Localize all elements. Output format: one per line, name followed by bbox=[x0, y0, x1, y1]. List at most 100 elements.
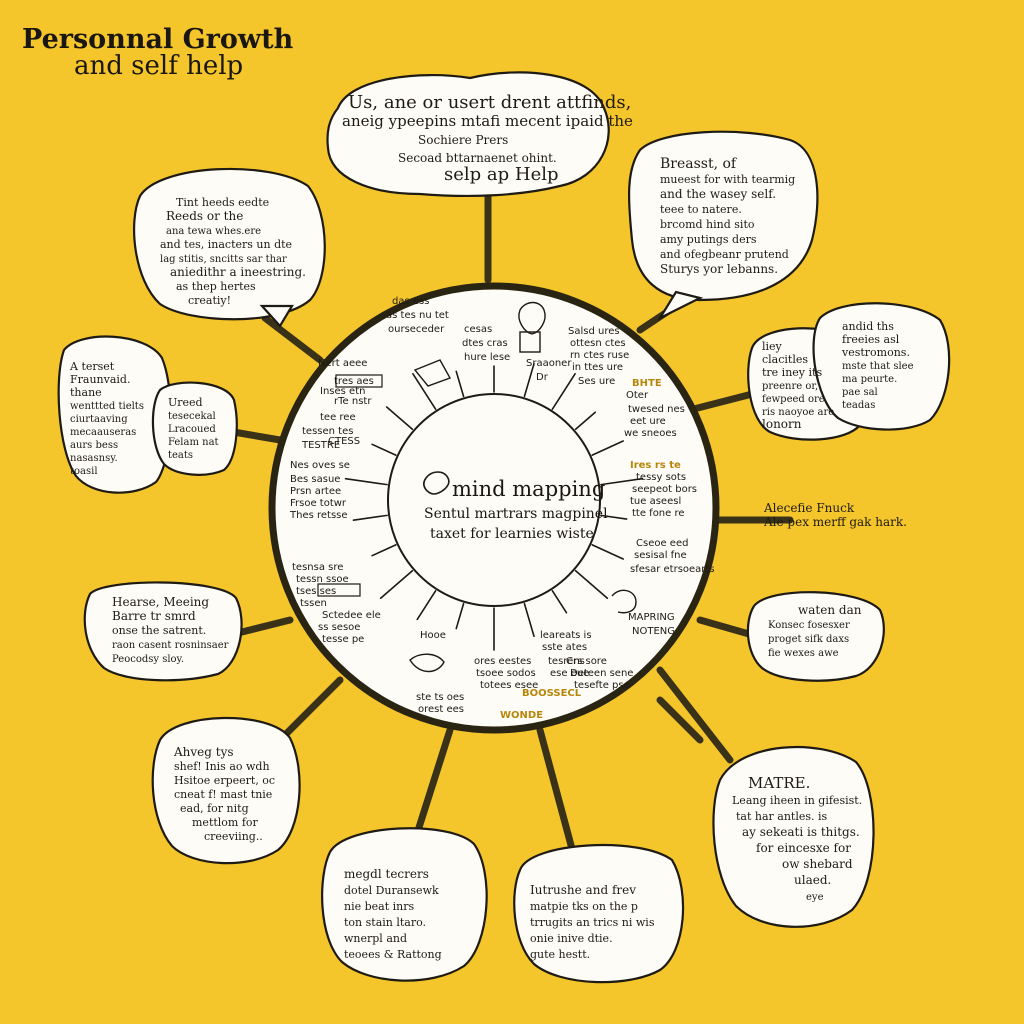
bubble-texts: Us, ane or usert drent attfinds,aneig yp… bbox=[69, 92, 914, 961]
ring-note: Dr bbox=[536, 372, 549, 383]
bubble-left-upper bbox=[57, 335, 172, 494]
ring-note: Inses etn bbox=[320, 386, 365, 397]
bubble-line: Konsec fosesxer bbox=[768, 620, 850, 631]
bubble-line: Leang iheen in gifesist. bbox=[732, 794, 862, 807]
bubble-line: Felam nat bbox=[168, 437, 219, 448]
ring-note: totees esee bbox=[480, 680, 538, 691]
hub-tick bbox=[551, 590, 568, 614]
bubble-line: Secoad bttarnaenet ohint. bbox=[398, 151, 557, 165]
bubble-line: Hsitoe erpeert, oc bbox=[174, 774, 275, 787]
bubble-line: ay sekeati is thitgs. bbox=[742, 825, 860, 839]
ring-note: Sraaoner bbox=[526, 358, 572, 369]
bubble-left-upper-b bbox=[151, 381, 238, 476]
hub-tick bbox=[574, 569, 609, 600]
bubble-text-bottom-right: MATRE.Leang iheen in gifesist.tat har an… bbox=[732, 774, 862, 903]
hub-inner-circle bbox=[387, 393, 601, 607]
spoke-bottom-center-left bbox=[411, 726, 454, 844]
ring-note: tses ses bbox=[296, 586, 336, 597]
ring-note: tessy sots bbox=[636, 472, 686, 483]
ring-note: tee ree bbox=[320, 412, 356, 423]
bubble-line: Sochiere Prers bbox=[418, 133, 508, 147]
spoke-extra bbox=[656, 696, 704, 744]
hub-tick bbox=[352, 514, 388, 522]
bubble-line: dotel Duransewk bbox=[344, 884, 439, 897]
bubble-line: mueest for with tearmig bbox=[660, 173, 795, 186]
bubble-line: as thep hertes bbox=[176, 280, 256, 293]
hub-tick bbox=[455, 602, 465, 630]
ring-note: Nes oves se bbox=[290, 460, 350, 471]
ring-note: Bes sasue bbox=[290, 474, 340, 485]
bubble-line: pae sal bbox=[842, 387, 878, 398]
ring-note: ores eestes bbox=[474, 656, 531, 667]
bubble-bottom-left bbox=[151, 716, 301, 865]
ring-note: tessn ssoe bbox=[296, 574, 349, 585]
ring-note: ourseceder bbox=[388, 324, 445, 335]
ring-note: ottesn ctes bbox=[570, 338, 626, 349]
bubble-top-left bbox=[132, 167, 326, 321]
ring-note: rTe nstr bbox=[334, 396, 372, 407]
ring-note: Salsd ures bbox=[568, 326, 620, 337]
hub-tick bbox=[523, 602, 535, 638]
bubble-line: tre iney its bbox=[762, 366, 822, 379]
bubble-top bbox=[326, 71, 610, 198]
ring-note: tesefte pse bbox=[574, 680, 630, 691]
bubble-line: Ureed bbox=[168, 396, 203, 409]
bubble-line: ris naoyoe are bbox=[762, 407, 834, 418]
hub-tick bbox=[591, 440, 624, 456]
bubble-tail-top-right bbox=[657, 290, 704, 321]
center-title: mind mapping bbox=[452, 477, 605, 501]
doodle-plant-icon bbox=[518, 301, 546, 335]
ring-note: seepeot bors bbox=[632, 484, 697, 495]
ring-note: Sctedee ele bbox=[322, 610, 381, 621]
bubble-line: teoees & Rattong bbox=[344, 948, 442, 961]
hub-tick bbox=[371, 544, 397, 557]
bubble-line: Breasst, of bbox=[660, 156, 738, 172]
bubble-bottom-center-left bbox=[321, 827, 488, 982]
ring-note: tssen bbox=[300, 598, 327, 609]
bubble-bottom-center-right bbox=[513, 843, 685, 984]
ring-note: BHTE bbox=[632, 378, 662, 389]
hub-tick bbox=[600, 514, 628, 520]
bubble-top-right bbox=[627, 130, 819, 302]
bubble-line: A terset bbox=[69, 360, 115, 373]
ring-note: NOTENG bbox=[632, 626, 675, 637]
ring-note: Ires rs te bbox=[630, 460, 681, 471]
ring-note: Deteen sene bbox=[570, 668, 633, 679]
bubble-line: megdl tecrers bbox=[344, 867, 429, 881]
bubble-line: selp ap Help bbox=[444, 164, 559, 185]
bubble-line: aurs bess bbox=[70, 440, 118, 451]
bubble-line: and the wasey self. bbox=[660, 187, 776, 201]
ring-note: in ttes ure bbox=[572, 362, 623, 373]
ring-note: twesed nes bbox=[628, 404, 685, 415]
ring-note: das ess bbox=[392, 296, 429, 307]
ring-note: CTESS bbox=[328, 436, 360, 447]
bubble-line: teats bbox=[168, 450, 193, 461]
bubble-line: and tes, inacters un dte bbox=[160, 238, 292, 251]
bubble-line: toasil bbox=[70, 466, 98, 477]
bubble-line: onse the satrent. bbox=[112, 624, 206, 637]
hub-tick bbox=[574, 411, 597, 431]
outside-note-line1: Alecefie Fnuck bbox=[763, 501, 855, 515]
ring-note: MAPRING bbox=[628, 612, 675, 623]
doodles bbox=[317, 301, 637, 673]
ring-note: ss sesoe bbox=[318, 622, 360, 633]
bubble-line: Sturys yor lebanns. bbox=[660, 262, 778, 276]
ring-note: tue aseesl bbox=[630, 496, 681, 507]
bubble-line: eye bbox=[806, 892, 824, 903]
spoke-bottom-right bbox=[656, 666, 734, 764]
ring-note: orest ees bbox=[418, 704, 464, 715]
bubble-line: clacitles bbox=[762, 353, 808, 366]
bubble-line: Lracoued bbox=[168, 424, 216, 435]
ring-note: hure lese bbox=[464, 352, 510, 363]
bubble-line: andid ths bbox=[842, 320, 894, 333]
bubble-line: shef! Inis ao wdh bbox=[174, 760, 270, 773]
ring-note: tsoee sodos bbox=[476, 668, 536, 679]
bubble-line: ton stain ltaro. bbox=[344, 916, 426, 929]
ring-note: tessen tes bbox=[302, 426, 353, 437]
